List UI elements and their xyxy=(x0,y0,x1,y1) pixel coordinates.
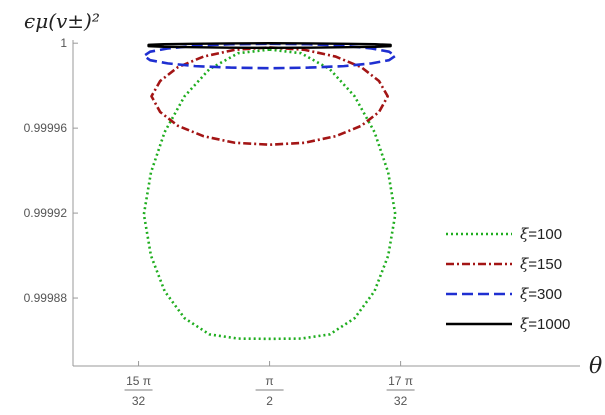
x-tick-label-numerator: 17 π xyxy=(388,374,413,388)
x-tick-label-denominator: 2 xyxy=(266,394,273,408)
legend-label-2: ξ=300 xyxy=(520,285,562,303)
y-tick-label: 1 xyxy=(60,36,67,50)
legend-label-3: ξ=1000 xyxy=(520,315,570,333)
x-axis-label: θ xyxy=(589,354,602,379)
series-curve-1 xyxy=(150,46,389,146)
y-tick-label: 0.99992 xyxy=(24,206,68,220)
legend-label-1: ξ=150 xyxy=(520,255,562,273)
legend: ξ=100 ξ=150 ξ=300 ξ=1000 xyxy=(446,225,570,333)
series-curve-0 xyxy=(142,48,397,341)
axes: 0.99988 0.99992 0.99996 1 15 π 32 π 2 17 π 32 xyxy=(24,36,580,408)
series-layer xyxy=(142,41,397,341)
x-tick-label-numerator: 15 π xyxy=(126,374,151,388)
series-curve-3 xyxy=(147,41,392,50)
y-tick-label: 0.99996 xyxy=(24,121,68,135)
y-axis-label: ϵμ(v±)² xyxy=(24,9,100,33)
legend-label-0: ξ=100 xyxy=(520,225,562,243)
x-tick-label-denominator: 32 xyxy=(394,394,408,408)
x-tick-label-denominator: 32 xyxy=(132,394,146,408)
x-tick-label-numerator: π xyxy=(265,374,273,388)
series-curve-2 xyxy=(142,42,397,70)
y-tick-label: 0.99988 xyxy=(24,291,68,305)
